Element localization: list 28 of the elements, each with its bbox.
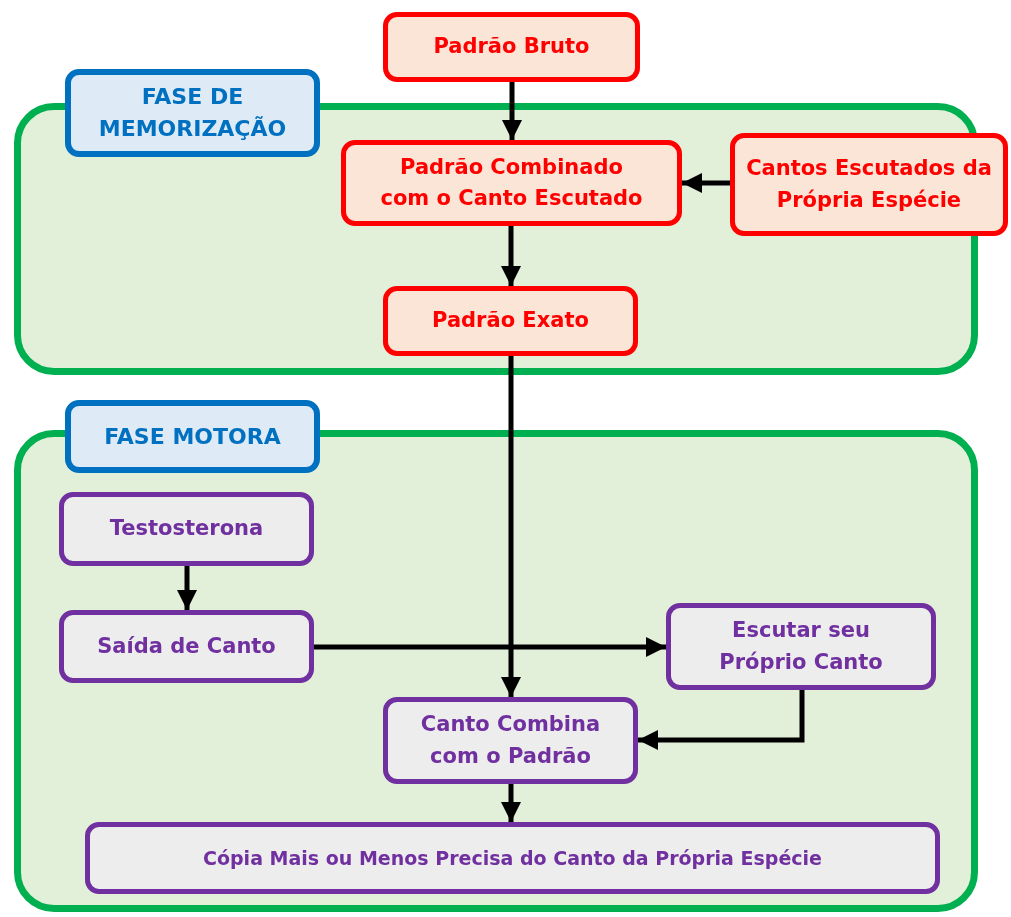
process-box — [59, 610, 314, 683]
box-label: Saída de Canto — [97, 632, 276, 660]
box-label: Padrão Exato — [432, 307, 589, 335]
arrow — [501, 784, 521, 822]
process-box — [59, 492, 314, 566]
process-box — [341, 140, 682, 226]
box-label: Cantos Escutados da Própria Espécie — [745, 155, 993, 214]
arrow — [501, 356, 521, 697]
process-box — [85, 822, 940, 894]
arrow — [501, 226, 521, 286]
arrow — [502, 82, 522, 140]
process-box — [383, 12, 640, 82]
phase-heading: FASE DE MEMORIZAÇÃO — [65, 69, 320, 157]
box-label: Cópia Mais ou Menos Precisa do Canto da Própria Espécie — [203, 845, 822, 871]
box-label: Padrão Bruto — [433, 33, 590, 61]
arrow — [682, 173, 730, 193]
arrow — [314, 637, 666, 657]
phase-heading: FASE MOTORA — [65, 400, 320, 473]
arrow — [177, 566, 197, 610]
box-label: Escutar seu Próprio Canto — [718, 617, 884, 676]
process-box — [383, 697, 638, 784]
process-box — [730, 133, 1008, 236]
box-label: Testosterona — [109, 515, 264, 543]
box-label: Padrão Combinado com o Canto Escutado — [379, 153, 644, 212]
box-label: Canto Combina com o Padrão — [419, 711, 602, 770]
arrow — [638, 690, 805, 750]
process-box — [666, 603, 936, 690]
process-box — [383, 286, 638, 356]
